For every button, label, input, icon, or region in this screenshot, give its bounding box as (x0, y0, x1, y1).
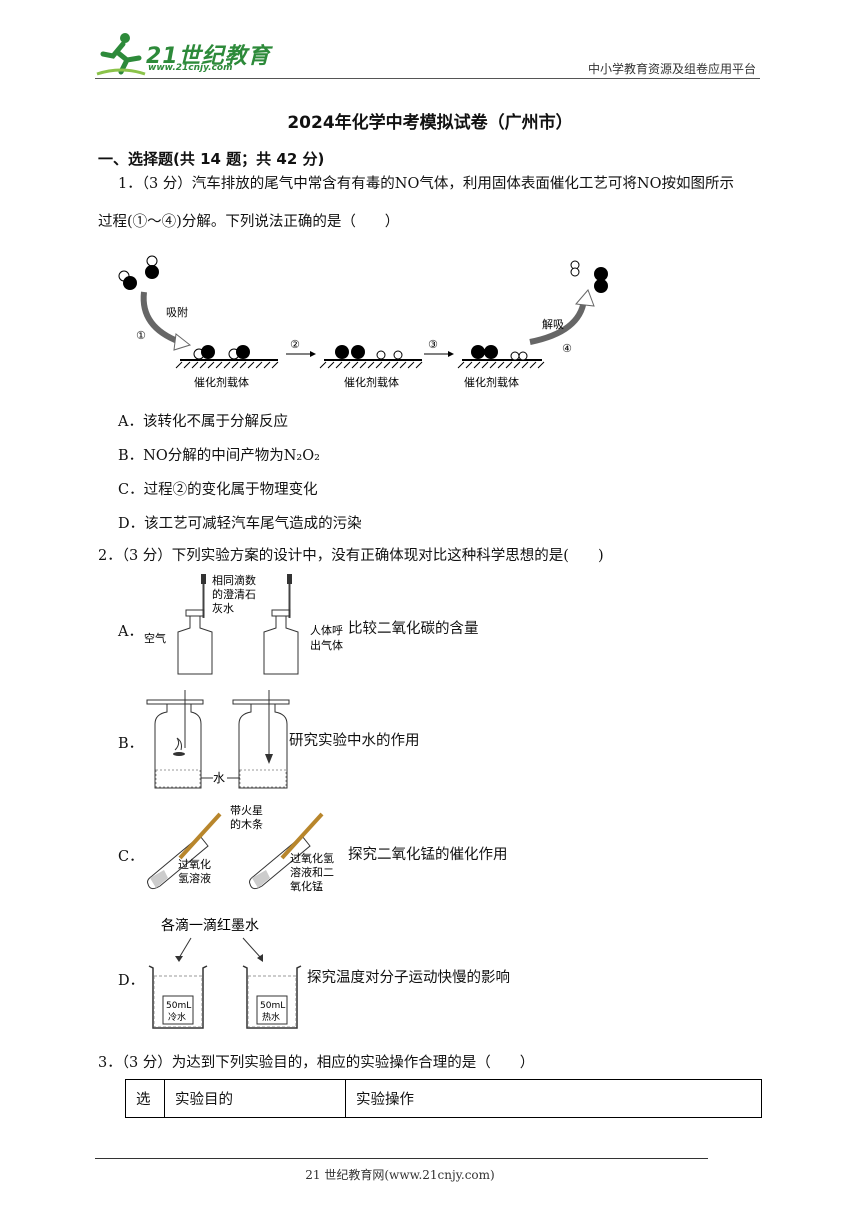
q2-c-stick-label-1: 带火星 (230, 804, 263, 817)
q2-option-c-letter: C． (118, 849, 144, 865)
header-divider (95, 78, 760, 79)
q1-step1-num: ① (136, 329, 146, 342)
q2-c-left-label-2: 氢溶液 (178, 871, 211, 885)
table-row: 选 实验目的 实验操作 (125, 1079, 762, 1118)
q2-b-water-label: 水 (213, 771, 225, 785)
q2-d-top-label: 各滴一滴红墨水 (161, 917, 259, 934)
q3-header-option: 选 (125, 1079, 165, 1118)
q2-d-hot-label: 热水 (262, 1011, 280, 1023)
q2-option-a-text: 比较二氧化碳的含量 (348, 621, 479, 637)
q2-a-drops-label-1: 相同滴数 (212, 573, 256, 587)
q2-c-right-label-1: 过氧化氢 (290, 851, 334, 865)
q1-carrier-label-3: 催化剂载体 (464, 375, 519, 389)
site-logo (95, 30, 265, 82)
q2-c-right-label-3: 氧化锰 (290, 879, 323, 893)
q2-d-hot-volume: 50mL (260, 1001, 285, 1011)
q2-a-breath-label-2: 出气体 (310, 638, 343, 652)
q2-a-breath-label-1: 人体呼 (310, 623, 343, 637)
footer-text: 21 世纪教育网(www.21cnjy.com) (305, 1168, 495, 1182)
q2-option-d-figure: 各滴一滴红墨水 50mL 冷水 50mL 热水 (148, 917, 302, 1029)
page-title: 2024年化学中考模拟试卷（广州市） (287, 113, 573, 133)
q2-option-d-letter: D． (118, 973, 145, 989)
q3-header-purpose: 实验目的 (164, 1079, 346, 1118)
q1-step4-label: 解吸 (542, 317, 564, 331)
q2-option-b-letter: B． (118, 736, 144, 752)
q2-option-c-text: 探究二氧化锰的催化作用 (348, 847, 508, 863)
q1-option-b: B．NO分解的中间产物为N₂O₂ (118, 448, 320, 464)
q1-option-c: C．过程②的变化属于物理变化 (118, 482, 318, 498)
q2-a-drops-label-2: 的澄清石 (212, 587, 256, 601)
q2-option-c-figure: 带火星 的木条 过氧化 氢溶液 过氧化氢 溶液和二 氧化锰 (147, 804, 334, 893)
q1-carrier-label-1: 催化剂载体 (194, 375, 249, 389)
q1-carrier-label-2: 催化剂载体 (344, 375, 399, 389)
q2-d-cold-label: 冷水 (168, 1011, 186, 1023)
q2-d-cold-volume: 50mL (166, 1001, 191, 1011)
q1-stem-line2: 过程(①～④)分解。下列说法正确的是（ ） (98, 214, 400, 230)
q2-stem: 2．（3 分）下列实验方案的设计中，没有正确体现对比这种科学思想的是( ) (98, 548, 604, 564)
q2-option-b-text: 研究实验中水的作用 (289, 733, 420, 749)
q2-c-right-label-2: 溶液和二 (290, 865, 334, 879)
header-platform-name: 中小学教育资源及组卷应用平台 (587, 62, 756, 76)
logo-url: www.21cnjy.com (148, 63, 233, 73)
logo-text: 21世纪教育 (146, 44, 271, 69)
q1-catalysis-figure: 吸附 ① 催化剂载体 ② 催化剂载体 ③ 催化剂载体 解吸 ④ (118, 255, 608, 389)
q1-step4-num: ④ (562, 342, 572, 355)
q1-option-d: D．该工艺可减轻汽车尾气造成的污染 (118, 516, 362, 532)
q2-a-air-label: 空气 (144, 631, 166, 645)
runner-logo-icon (96, 33, 146, 76)
footer-divider (95, 1158, 708, 1159)
q2-option-b-figure: 水 (146, 690, 290, 789)
q2-option-a-figure: 空气 相同滴数 的澄清石 灰水 人体呼 出气体 (144, 573, 343, 675)
q1-step2-num: ② (290, 338, 300, 351)
q2-c-stick-label-2: 的木条 (230, 817, 263, 831)
q3-header-operation: 实验操作 (345, 1079, 762, 1118)
section-heading: 一、选择题(共 14 题；共 42 分) (98, 150, 325, 168)
q2-option-d-text: 探究温度对分子运动快慢的影响 (307, 970, 510, 986)
q1-step3-num: ③ (428, 338, 438, 351)
q1-option-a: A．该转化不属于分解反应 (118, 414, 288, 430)
q2-option-a-letter: A． (118, 624, 143, 640)
q2-c-left-label-1: 过氧化 (178, 857, 211, 871)
q2-a-drops-label-3: 灰水 (212, 601, 234, 615)
q3-stem: 3．（3 分）为达到下列实验目的，相应的实验操作合理的是（ ） (98, 1055, 535, 1071)
q3-table: 选 实验目的 实验操作 (125, 1079, 762, 1118)
q1-stem-line1: 1．（3 分）汽车排放的尾气中常含有有毒的NO气体，利用固体表面催化工艺可将NO… (118, 176, 734, 192)
q1-step1-label: 吸附 (166, 305, 188, 319)
